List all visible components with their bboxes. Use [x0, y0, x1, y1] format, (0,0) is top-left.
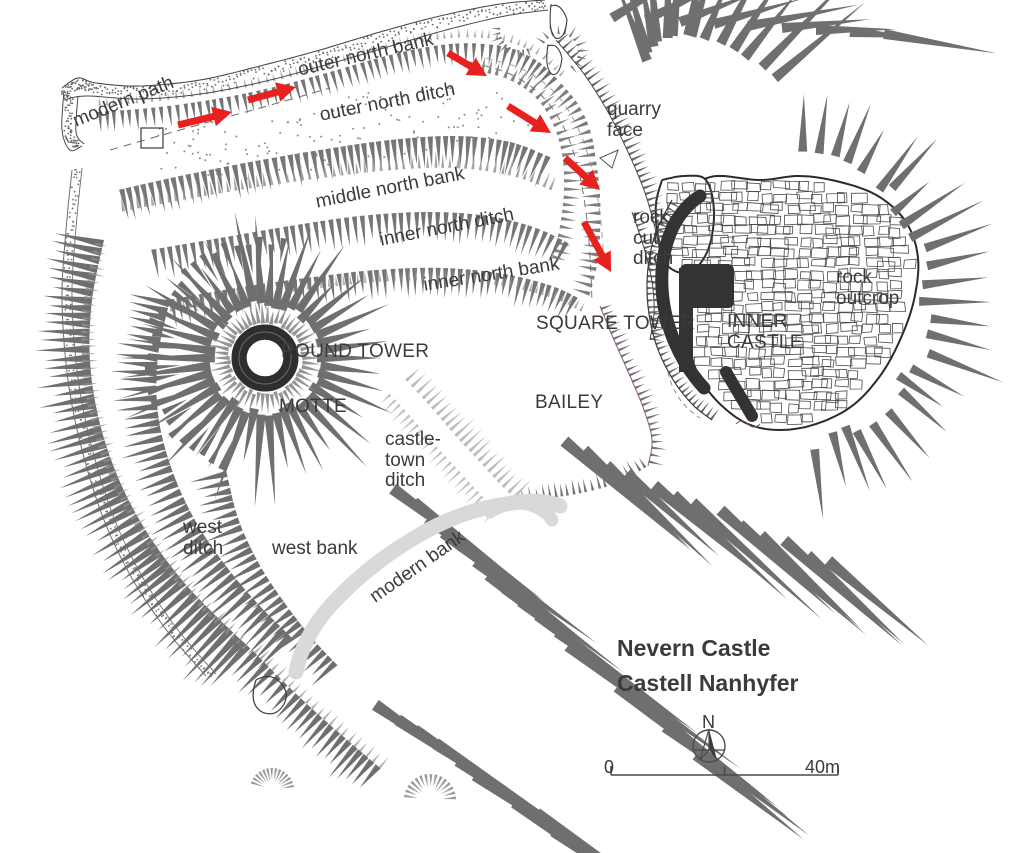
label-square-tower: SQUARE TOWER	[536, 313, 696, 334]
label-quarry-face: quarry face	[607, 99, 687, 141]
map-title-line1: Nevern Castle	[617, 635, 771, 661]
scale-label-max: 40m	[805, 757, 841, 777]
label-rock-cut-ditch-line3: ditch	[633, 248, 674, 270]
label-castle-town-ditch-line3: ditch	[385, 470, 426, 492]
label-round-tower: ROUND TOWER	[281, 341, 430, 362]
stipple-boundary	[60, 0, 546, 677]
map-title-line2: Castell Nanhyfer	[617, 670, 799, 696]
label-west-bank: west bank	[272, 538, 358, 559]
feature-outlines	[61, 0, 713, 715]
label-inner-castle: INNER CASTLE	[727, 311, 817, 353]
label-west-ditch-line2: ditch	[183, 537, 224, 559]
red-route-arrows	[177, 49, 611, 272]
label-castle-town-ditch-line1: castle-	[385, 429, 441, 450]
label-rock-cut-ditch-line2: cut	[633, 227, 659, 249]
scale-label-zero: 0	[604, 757, 615, 777]
label-rock-cut-ditch: rock cut ditch	[633, 207, 693, 270]
label-inner-castle-line2: CASTLE	[727, 331, 803, 353]
label-west-ditch-line1: west	[183, 517, 223, 538]
castle-masonry-walls	[231, 189, 761, 428]
north-letter: N	[702, 712, 715, 732]
label-rock-outcrop-line2: outcrop	[836, 287, 900, 309]
label-rock-cut-ditch-line1: rock	[633, 207, 669, 228]
label-rock-outcrop: rock outcrop	[836, 267, 936, 309]
earthwork-hachures	[35, 0, 1004, 853]
label-castle-town-ditch-line2: town	[385, 449, 426, 471]
label-inner-castle-line1: INNER	[727, 311, 788, 332]
label-quarry-face-line2: face	[607, 119, 643, 141]
label-bailey: BAILEY	[535, 392, 604, 413]
rock-outcrop-texture	[654, 174, 920, 432]
scale-bar-and-north-arrow	[610, 728, 839, 776]
label-castle-town-ditch: castle- town ditch	[385, 429, 459, 492]
label-motte: MOTTE	[279, 396, 347, 417]
label-quarry-face-line1: quarry	[607, 99, 661, 120]
label-west-ditch: west ditch	[183, 517, 243, 559]
label-rock-outcrop-line1: rock	[836, 267, 872, 288]
